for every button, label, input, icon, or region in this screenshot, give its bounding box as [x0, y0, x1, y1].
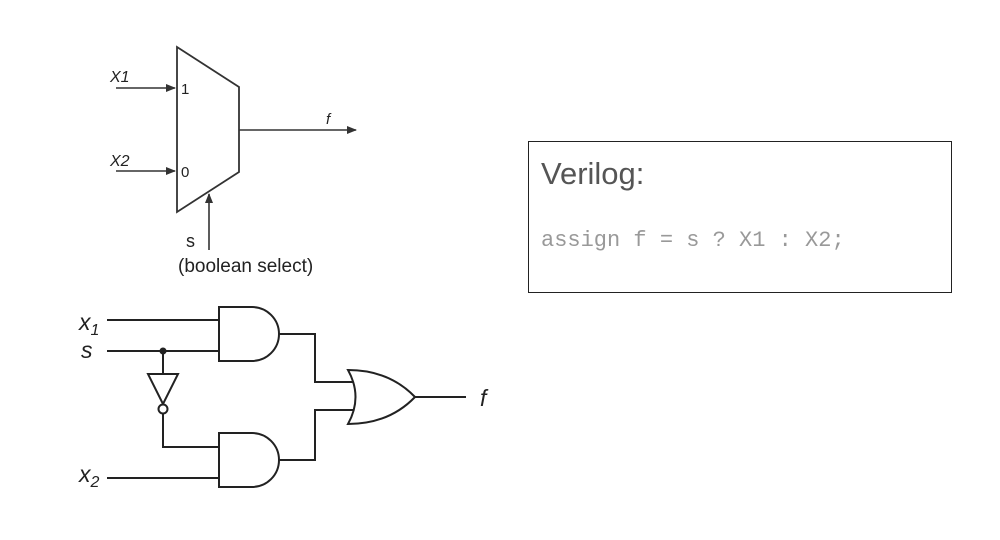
mux-select-caption: (boolean select)	[178, 256, 313, 277]
verilog-title: Verilog:	[541, 156, 645, 191]
mux-diagram: X1 X2 1 0 f s (boolean select)	[109, 45, 357, 277]
and-bottom-output-wire	[279, 409, 355, 461]
or-gate	[346, 368, 417, 426]
mux-input-x2-label: X2	[109, 153, 130, 170]
not-gate-bubble	[157, 403, 169, 415]
x2-input-label: x2	[78, 461, 100, 491]
verilog-code: assign f = s ? X1 : X2;	[541, 228, 845, 253]
mux-pin-0-label: 0	[181, 164, 189, 181]
gate-labels: x1 s x2 f	[78, 309, 489, 491]
and-gate-bottom	[218, 432, 280, 488]
mux-pin-1-label: 1	[181, 81, 189, 98]
s-inverted-wire	[162, 414, 219, 448]
mux-output-label: f	[326, 111, 332, 128]
mux-select-label: s	[186, 231, 195, 251]
and-top-output-wire	[279, 333, 355, 383]
and-gate-top	[218, 306, 280, 362]
mux-trapezoid	[176, 45, 240, 214]
s-input-label: s	[81, 337, 93, 363]
gate-output-label: f	[480, 385, 489, 411]
not-gate	[146, 373, 180, 407]
verilog-panel: Verilog: assign f = s ? X1 : X2;	[528, 141, 952, 293]
mux-input-x1-label: X1	[109, 69, 130, 86]
x1-input-label: x1	[78, 309, 99, 339]
gate-diagram	[107, 306, 466, 488]
